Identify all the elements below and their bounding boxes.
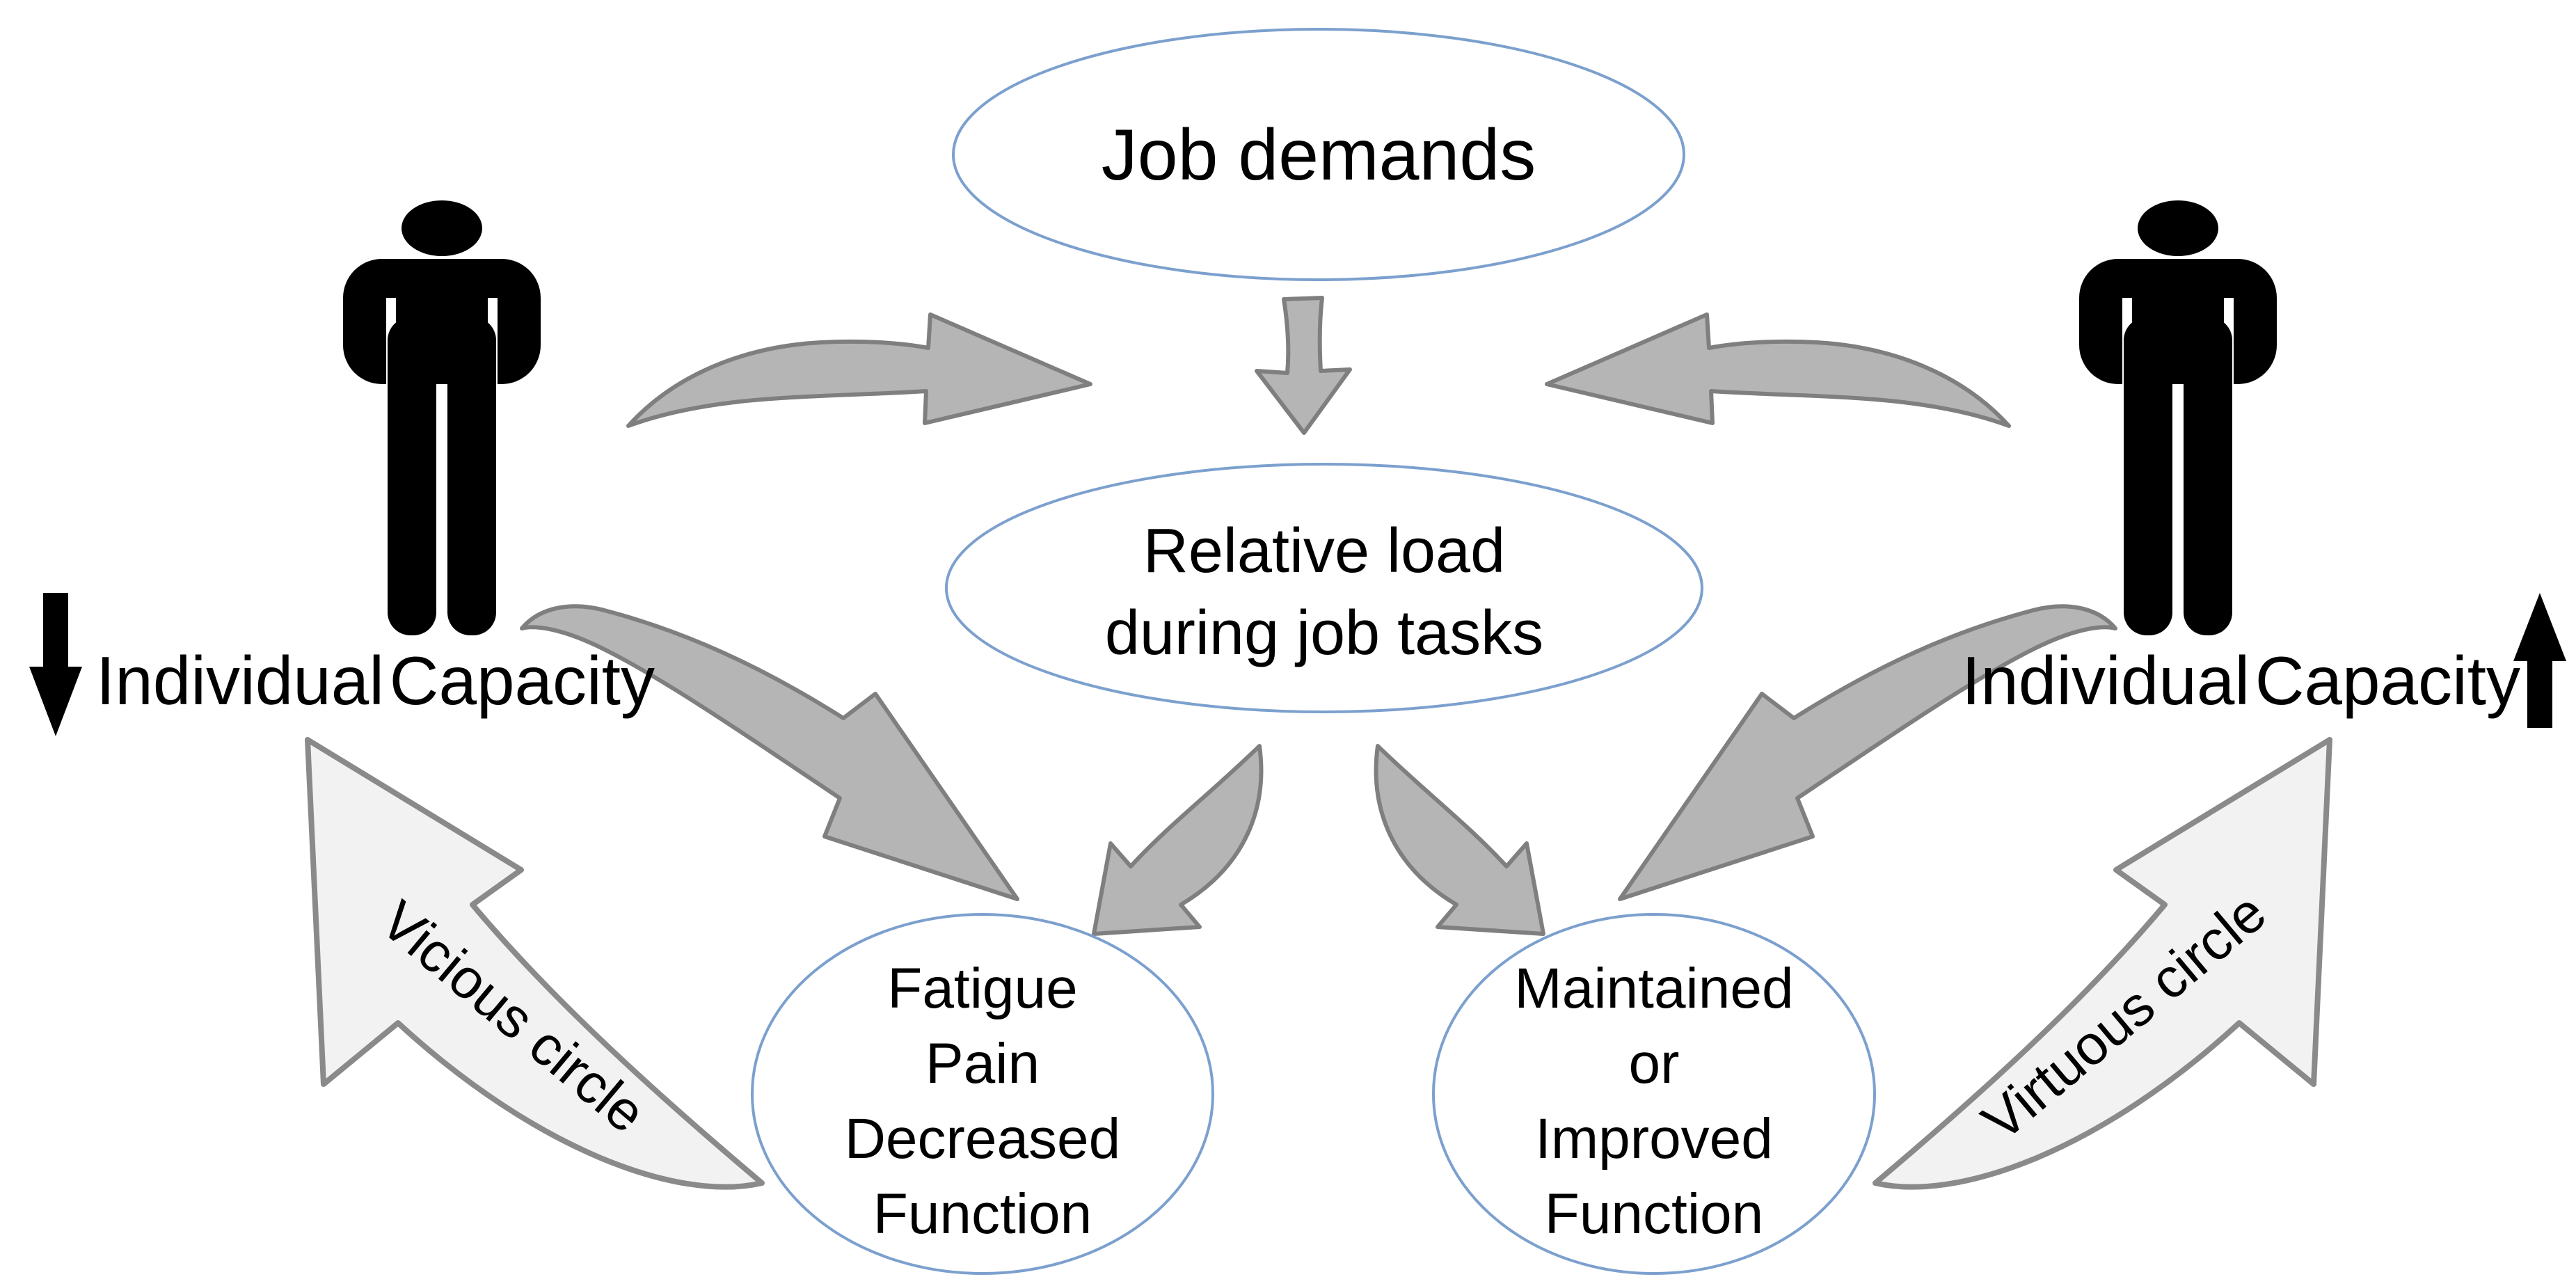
positive-outcome-line2: or — [1629, 1032, 1680, 1095]
positive-outcome-ellipse — [1432, 913, 1876, 1275]
left-capacity-upper-arrow — [626, 312, 1092, 428]
person-icon-left — [343, 200, 541, 635]
person-head — [2138, 200, 2218, 256]
person-leg-right — [447, 317, 496, 635]
person-head — [401, 200, 482, 256]
negative-outcome-line4: Function — [873, 1182, 1092, 1246]
job-demands-label: Job demands — [1102, 115, 1536, 196]
virtuous-circle-arrow — [1873, 737, 2332, 1190]
positive-outcome-line4: Function — [1545, 1182, 1764, 1246]
vicious-circle-arrow — [305, 737, 765, 1190]
job-demands-to-load-arrow — [1255, 296, 1352, 435]
load-to-fatigue-arrow — [1092, 744, 1264, 936]
person-icon-right — [2079, 200, 2277, 635]
down-arrow-icon — [29, 593, 82, 736]
right-capacity-label: Individual Capacity — [1962, 642, 2520, 719]
up-arrow-icon — [2513, 593, 2566, 728]
person-leg-left — [388, 317, 436, 635]
relative-load-ellipse — [945, 463, 1703, 713]
relative-load-label-line1: Relative load — [1143, 516, 1505, 586]
left-capacity-lower-arrow — [520, 604, 1019, 901]
right-capacity-lower-arrow — [1618, 604, 2117, 901]
person-leg-left — [2124, 317, 2172, 635]
person-leg-right — [2184, 317, 2232, 635]
right-capacity-upper-arrow — [1545, 312, 2011, 428]
left-capacity-label: Individual Capacity — [96, 642, 655, 719]
relative-load-label-line2: during job tasks — [1105, 598, 1543, 668]
load-to-maintained-arrow — [1374, 744, 1545, 936]
negative-outcome-line3: Decreased — [845, 1107, 1121, 1170]
positive-outcome-line3: Improved — [1535, 1107, 1773, 1170]
negative-outcome-line2: Pain — [925, 1032, 1040, 1095]
person-torso — [2079, 259, 2277, 384]
negative-outcome-ellipse — [751, 913, 1214, 1275]
positive-outcome-line1: Maintained — [1514, 957, 1793, 1020]
job-demands-ellipse — [952, 28, 1685, 281]
person-torso — [343, 259, 541, 384]
negative-outcome-line1: Fatigue — [887, 957, 1078, 1020]
